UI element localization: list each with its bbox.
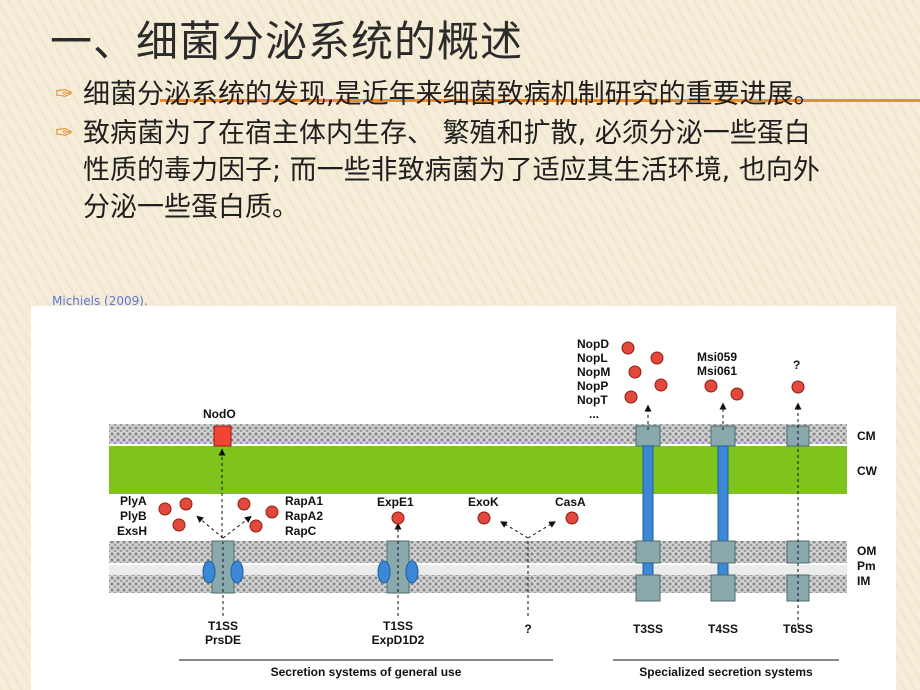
protein-label-msi061: Msi061 [697, 364, 737, 378]
layer-label-om: OM [857, 544, 876, 558]
system-name-t6ss: T6SS [783, 622, 813, 636]
bullet-list: ✑ 细菌分泌系统的发现,是近年来细菌致病机制研究的重要进展。 ✑ 致病菌为了在宿… [55, 76, 835, 228]
im-membrane [109, 575, 847, 593]
protein-label-rapa1: RapA1 [285, 494, 323, 508]
feather-bullet-icon: ✑ [55, 82, 74, 107]
protein-label-rapc: RapC [285, 524, 317, 538]
nodo-protein-box [213, 425, 232, 447]
secreted-protein-dot [265, 505, 279, 519]
protein-label-ellipsis: ... [589, 407, 599, 421]
cm-membrane [109, 424, 847, 444]
secreted-protein-dot [237, 497, 251, 511]
protein-label-msi059: Msi059 [697, 350, 737, 364]
system-name-t1ss: T1SS [383, 619, 413, 633]
secretion-systems-figure: CM CW OM Pm IM NodO PlyA PlyB ExsH RapA1… [31, 306, 896, 690]
bullet-item: ✑ 细菌分泌系统的发现,是近年来细菌致病机制研究的重要进展。 [55, 76, 835, 113]
protein-label-exok: ExoK [468, 495, 499, 509]
secreted-protein-dot [624, 390, 638, 404]
group-label-general: Secretion systems of general use [271, 665, 462, 679]
secreted-protein-dot [791, 380, 805, 394]
layer-label-cw: CW [857, 464, 878, 478]
secreted-protein-dot [621, 341, 635, 355]
system-name-t3ss: T3SS [633, 622, 663, 636]
layer-label-pm: Pm [857, 559, 876, 573]
group-label-specialized: Specialized secretion systems [639, 665, 813, 679]
cell-wall-layer [109, 446, 847, 494]
layer-label-im: IM [857, 574, 870, 588]
system-name-t4ss: T4SS [708, 622, 738, 636]
protein-label-nopl: NopL [577, 351, 608, 365]
secreted-protein-dot [391, 511, 405, 525]
protein-label-plya: PlyA [120, 494, 147, 508]
secretion-diagram: CM CW OM Pm IM NodO PlyA PlyB ExsH RapA1… [109, 337, 878, 679]
bullet-item: ✑ 致病菌为了在宿主体内生存、 繁殖和扩散, 必须分泌一些蛋白性质的毒力因子; … [55, 115, 835, 226]
secreted-protein-dot [730, 387, 744, 401]
protein-label-nopd: NopD [577, 337, 609, 351]
secreted-protein-dot [179, 497, 193, 511]
secreted-protein-dot [172, 518, 186, 532]
protein-label-nopp: NopP [577, 379, 608, 393]
secreted-protein-dot [565, 511, 579, 525]
periplasm-layer [109, 565, 847, 575]
secreted-protein-dot [628, 365, 642, 379]
secreted-protein-dot [249, 519, 263, 533]
protein-label-casa: CasA [555, 495, 586, 509]
system-sub-expd1d2: ExpD1D2 [372, 633, 425, 647]
protein-label-nopm: NopM [577, 365, 610, 379]
t6ss-protein-unknown: ? [793, 358, 800, 372]
t3ss-complex [635, 425, 661, 602]
system-name-unknown: ? [524, 622, 531, 636]
secreted-protein-dot [158, 502, 172, 516]
protein-label-rapa2: RapA2 [285, 509, 323, 523]
protein-label-exsh: ExsH [117, 524, 147, 538]
t4ss-complex [710, 425, 736, 602]
secreted-protein-dot [704, 379, 718, 393]
protein-label-nopt: NopT [577, 393, 608, 407]
protein-label-plyb: PlyB [120, 509, 147, 523]
secreted-protein-dot [477, 511, 491, 525]
system-sub-prsde: PrsDE [205, 633, 241, 647]
title-accent-line [160, 99, 920, 102]
layer-label-cm: CM [857, 429, 876, 443]
figure-caption-fragment: Michiels (2009). [52, 294, 148, 308]
feather-bullet-icon: ✑ [55, 121, 74, 146]
protein-label-expe1: ExpE1 [377, 495, 414, 509]
secreted-protein-dot [654, 378, 668, 392]
secreted-protein-dot [650, 351, 664, 365]
slide-title: 一、细菌分泌系统的概述 [50, 17, 524, 66]
nodo-label: NodO [203, 407, 236, 421]
om-membrane [109, 541, 847, 563]
bullet-text: 细菌分泌系统的发现,是近年来细菌致病机制研究的重要进展。 [83, 79, 821, 110]
system-name-t1ss: T1SS [208, 619, 238, 633]
bullet-text: 致病菌为了在宿主体内生存、 繁殖和扩散, 必须分泌一些蛋白性质的毒力因子; 而一… [83, 118, 820, 223]
